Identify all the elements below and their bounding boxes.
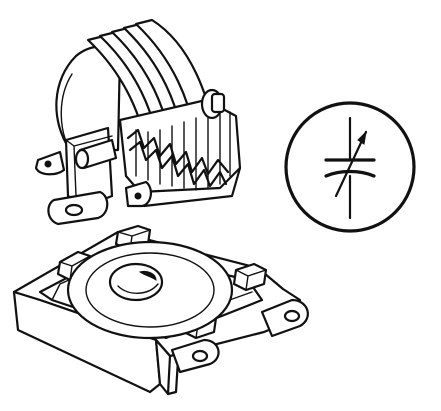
mount-hole-right xyxy=(283,309,301,323)
base-frame xyxy=(12,224,309,396)
rotor-plate-stack xyxy=(34,18,242,226)
shaft-front-end xyxy=(74,148,90,170)
base-disc-hub xyxy=(108,262,164,302)
stator-zigzag xyxy=(118,98,242,208)
shaft-right xyxy=(210,92,226,114)
base-disc-ring xyxy=(85,252,215,328)
capacitor-plate-bottom xyxy=(324,169,376,178)
bracket-foot-hole xyxy=(64,203,84,217)
variable-arrow xyxy=(334,130,368,198)
schematic-symbol xyxy=(284,101,416,233)
symbol-circle xyxy=(284,101,416,233)
mount-hole-front xyxy=(191,349,209,363)
corner-post-right xyxy=(232,262,268,292)
variable-arrow-head xyxy=(357,130,367,145)
